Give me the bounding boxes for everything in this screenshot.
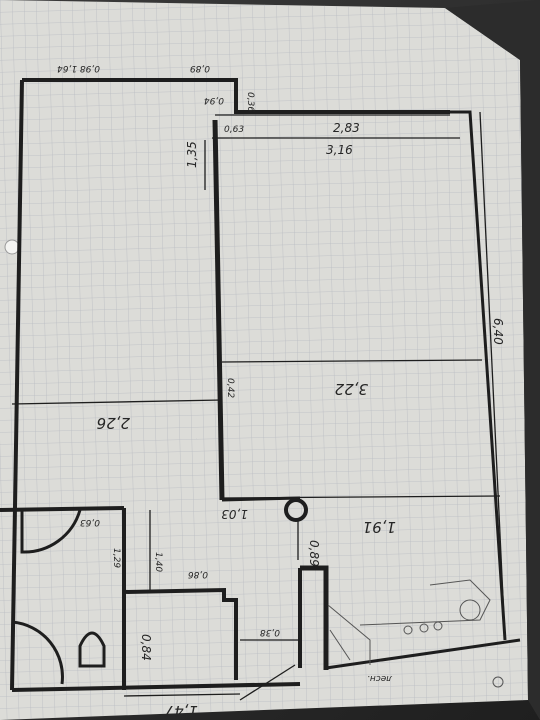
dimension-lines <box>11 111 506 701</box>
bottom-right-wall <box>325 638 521 670</box>
label-hall-a: 0,38 <box>260 627 280 637</box>
dim-line-322 <box>221 359 483 363</box>
label-top-corner-b: 0,36 <box>245 92 255 112</box>
toilet-icon <box>78 631 106 668</box>
dim-line-191 <box>221 495 501 499</box>
label-bath-c: 1,40 <box>153 552 163 572</box>
dim-line-640 <box>479 111 506 641</box>
stairs-sketch <box>327 579 504 688</box>
mid-wall <box>221 496 301 502</box>
label-stair-note: лесн. <box>367 673 393 683</box>
label-left-height: 1,35 <box>185 141 199 168</box>
bottom-door-swing <box>11 620 64 685</box>
paper-edge-shadow <box>445 0 540 720</box>
grid-paper <box>0 0 528 720</box>
label-mid-left: 2,26 <box>97 414 130 432</box>
bath-door-swing <box>20 509 82 554</box>
label-bath-e: 0,84 <box>139 634 153 661</box>
label-bath-b: 1,29 <box>111 548 121 568</box>
label-bath-d: 0,86 <box>188 569 208 579</box>
dimension-labels: 0,98 1,64 0,89 0,94 0,36 0,63 2,83 3,16 … <box>57 63 505 720</box>
dim-line-226 <box>11 399 223 405</box>
label-right-height: 6,40 <box>491 318 505 345</box>
door-swings <box>11 509 106 685</box>
label-top-width-a: 0,98 1,64 <box>57 63 100 73</box>
label-bottom-width: 1,47 <box>164 702 198 720</box>
bottom-wall <box>11 682 301 692</box>
stair-wall <box>300 565 329 670</box>
left-outer-wall <box>10 79 24 691</box>
bath-top-wall <box>0 506 125 512</box>
label-top-width-b: 0,89 <box>190 63 210 73</box>
label-lower-right: 1,91 <box>363 518 396 536</box>
label-top-right-a: 2,83 <box>333 121 360 135</box>
label-top-corner-c: 0,63 <box>224 125 244 135</box>
column-circle <box>284 498 308 522</box>
top-wall <box>22 78 450 114</box>
arrow-line <box>239 664 296 701</box>
inner-room-wall <box>123 587 238 680</box>
label-top-corner-a: 0,94 <box>204 95 224 105</box>
label-bath-a: 0,63 <box>80 517 100 527</box>
dim-line-147 <box>123 693 241 697</box>
binder-hole <box>4 239 20 255</box>
center-wall <box>212 119 225 501</box>
label-mid-center: 0,42 <box>225 378 235 398</box>
label-lower-center: 1,03 <box>221 507 248 521</box>
walls <box>0 78 521 692</box>
label-hall-b: 0,89 <box>307 540 321 567</box>
label-mid-right: 3,22 <box>335 380 368 398</box>
right-outer-wall <box>450 110 507 641</box>
label-top-right-b: 3,16 <box>326 143 353 157</box>
